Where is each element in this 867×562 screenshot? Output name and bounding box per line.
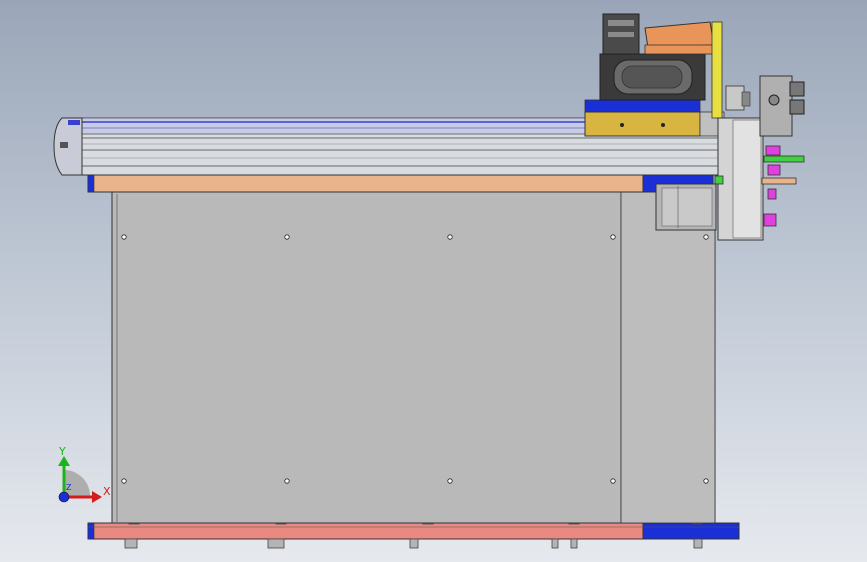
z-motor [655,183,717,231]
frame-panel [111,191,716,524]
coordinate-triad: Y X Z [58,445,111,503]
triad-y-label: Y [58,445,66,458]
base-feet [124,538,703,549]
top-plate [87,174,714,193]
base-plate [87,522,740,540]
gripper-head [717,75,805,241]
carriage [584,99,725,137]
triad-z-label: Z [66,483,72,492]
motor-bracket [644,21,723,119]
panel-screws [121,234,709,484]
triad-x-label: X [103,485,111,498]
tool-fixtures [714,145,805,227]
servo-motor [599,13,706,101]
